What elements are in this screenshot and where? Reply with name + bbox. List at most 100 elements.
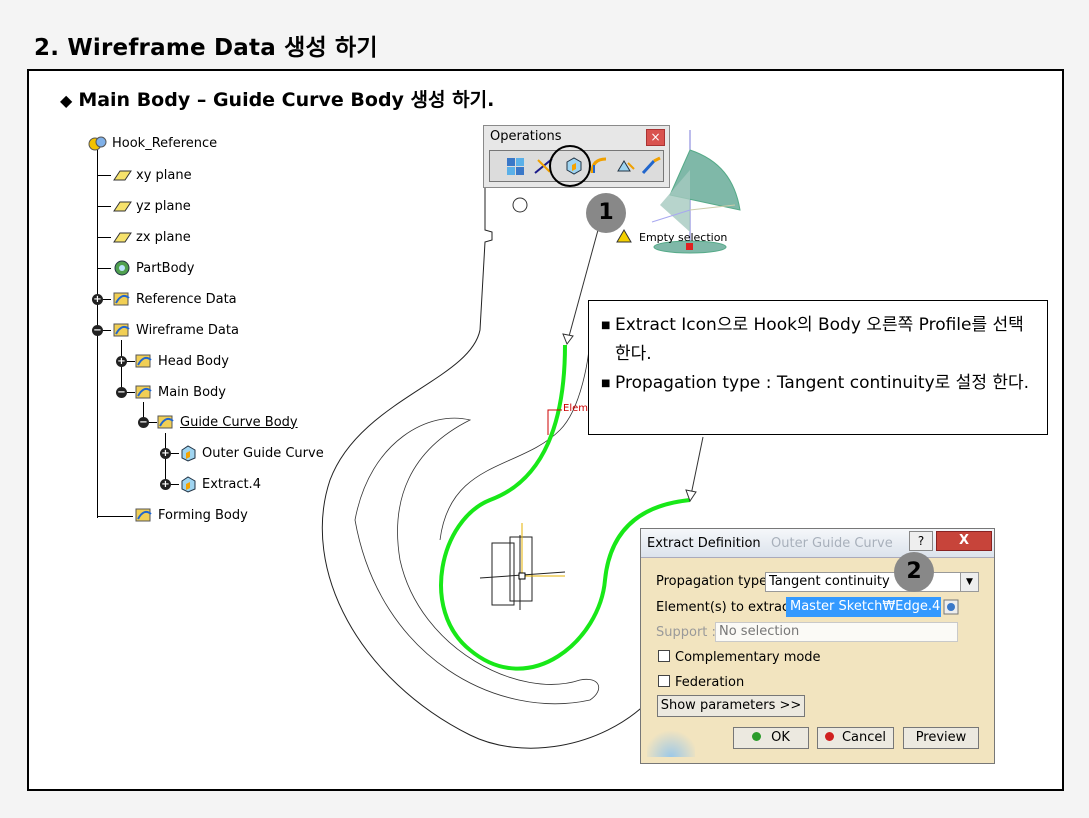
expand-icon[interactable]: +: [160, 479, 171, 490]
tree-item-label: xy plane: [136, 167, 192, 183]
tree-connector: [165, 484, 179, 485]
extract-icon: [181, 476, 196, 493]
cancel-label: Cancel: [841, 730, 887, 745]
collapse-icon[interactable]: −: [138, 417, 149, 428]
cancel-dot-icon: [824, 732, 834, 741]
ok-button[interactable]: OK: [733, 727, 809, 749]
complementary-mode-checkbox[interactable]: Complementary mode: [658, 650, 821, 665]
tree-connector: [97, 516, 133, 517]
tree-connector: [143, 402, 144, 424]
leader-arrow-icon: [685, 489, 697, 503]
expand-icon[interactable]: +: [92, 294, 103, 305]
element-marker-label: Eleme: [563, 403, 594, 414]
tree-item-xy-plane[interactable]: xy plane: [112, 166, 192, 184]
product-icon: [88, 136, 107, 151]
hook-inner-profile: [439, 329, 591, 541]
tree-item-main-body[interactable]: Main Body: [134, 383, 226, 401]
callout-2: 2: [894, 552, 934, 592]
elements-to-extract-label: Element(s) to extract:: [656, 600, 799, 615]
hook-slot-profile: [354, 417, 600, 705]
tree-item-label: Outer Guide Curve: [202, 445, 324, 461]
close-icon[interactable]: ×: [646, 129, 665, 146]
propagation-type-value: Tangent continuity: [769, 574, 890, 589]
tree-item-partbody[interactable]: PartBody: [112, 259, 194, 277]
tree-item-label: yz plane: [136, 198, 191, 214]
cancel-button[interactable]: Cancel: [817, 727, 894, 749]
plane-icon: [113, 232, 132, 243]
checkbox-icon[interactable]: [658, 675, 670, 687]
show-parameters-button[interactable]: Show parameters >>: [657, 695, 805, 717]
tree-item-reference-data[interactable]: Reference Data: [112, 290, 237, 308]
plane-icon: [113, 170, 132, 181]
propagation-type-select[interactable]: Tangent continuity ▼: [765, 572, 979, 592]
collapse-icon[interactable]: −: [92, 325, 103, 336]
leader-line: [567, 229, 599, 341]
help-icon[interactable]: ?: [909, 531, 933, 551]
support-field[interactable]: No selection: [715, 622, 958, 642]
tree-item-wireframe-data[interactable]: Wireframe Data: [112, 321, 239, 339]
chevron-down-icon[interactable]: ▼: [960, 573, 978, 591]
checkbox-icon[interactable]: [658, 650, 670, 662]
tree-connector: [97, 175, 111, 176]
dialog-title: Extract Definition: [647, 536, 761, 551]
expand-icon[interactable]: +: [116, 356, 127, 367]
tree-item-hook-reference[interactable]: Hook_Reference: [88, 134, 217, 152]
propagation-type-label: Propagation type:: [656, 574, 772, 589]
warning-icon: [616, 229, 632, 243]
extrapolate-icon[interactable]: [640, 155, 664, 177]
geometrical-set-icon: [135, 385, 152, 399]
specification-tree: + − + − − + + Hook_Reference xy plane yz…: [80, 128, 340, 528]
tree-item-outer-guide-curve[interactable]: Outer Guide Curve: [178, 444, 324, 462]
note-bullet: ■Propagation type : Tangent continuity로 …: [601, 369, 1035, 398]
preview-button[interactable]: Preview: [903, 727, 979, 749]
tree-item-extract-4[interactable]: Extract.4: [178, 475, 261, 493]
geometrical-set-icon: [157, 415, 174, 429]
close-icon[interactable]: X: [936, 531, 992, 551]
tree-item-label: Wireframe Data: [136, 322, 239, 338]
tree-item-guide-curve-body[interactable]: Guide Curve Body: [156, 413, 298, 431]
element-marker: [547, 409, 562, 435]
geometrical-set-icon: [135, 354, 152, 368]
note-text: Propagation type : Tangent continuity로 설…: [615, 373, 1030, 393]
tree-item-zx-plane[interactable]: zx plane: [112, 228, 191, 246]
empty-selection-label: Empty selection: [639, 231, 727, 244]
tree-connector: [121, 392, 135, 393]
extract-icon: [181, 445, 196, 462]
elements-to-extract-field[interactable]: Master Sketch₩Edge.4: [786, 597, 941, 617]
slide-subtitle: ◆Main Body – Guide Curve Body 생성 하기.: [60, 85, 494, 112]
tree-item-yz-plane[interactable]: yz plane: [112, 197, 191, 215]
extract-definition-dialog: Extract Definition Outer Guide Curve ? X…: [640, 528, 995, 764]
list-selection-icon[interactable]: [943, 598, 959, 616]
collapse-icon[interactable]: −: [116, 387, 127, 398]
hook-hole: [512, 197, 528, 213]
tree-item-label: PartBody: [136, 260, 195, 276]
hook-outer-profile: [321, 185, 651, 749]
expand-icon[interactable]: +: [160, 448, 171, 459]
tree-connector: [97, 299, 111, 300]
leader-arrow-icon: [562, 333, 574, 346]
selected-profile-curve[interactable]: [439, 344, 691, 671]
tree-item-label: Main Body: [158, 384, 226, 400]
translate-icon[interactable]: [614, 155, 638, 177]
highlight-circle: [549, 145, 591, 187]
tree-item-forming-body[interactable]: Forming Body: [134, 506, 248, 524]
join-icon[interactable]: [504, 155, 528, 177]
fillet-icon[interactable]: [588, 155, 612, 177]
tree-item-label: Extract.4: [202, 476, 261, 492]
dialog-ghost-title: Outer Guide Curve: [771, 536, 893, 551]
tree-item-label: Reference Data: [136, 291, 237, 307]
tree-connector: [97, 206, 111, 207]
tree-connector: [165, 433, 166, 485]
leader-line: [690, 436, 704, 496]
tree-item-label: Forming Body: [158, 507, 248, 523]
ok-dot-icon: [752, 732, 762, 741]
geometrical-set-icon: [113, 323, 130, 337]
federation-checkbox[interactable]: Federation: [658, 675, 744, 690]
tree-item-head-body[interactable]: Head Body: [134, 352, 229, 370]
tree-connector: [97, 268, 111, 269]
callout-1: 1: [586, 193, 626, 233]
tree-item-label: Head Body: [158, 353, 229, 369]
tree-item-label: zx plane: [136, 229, 191, 245]
tree-connector: [165, 453, 179, 454]
